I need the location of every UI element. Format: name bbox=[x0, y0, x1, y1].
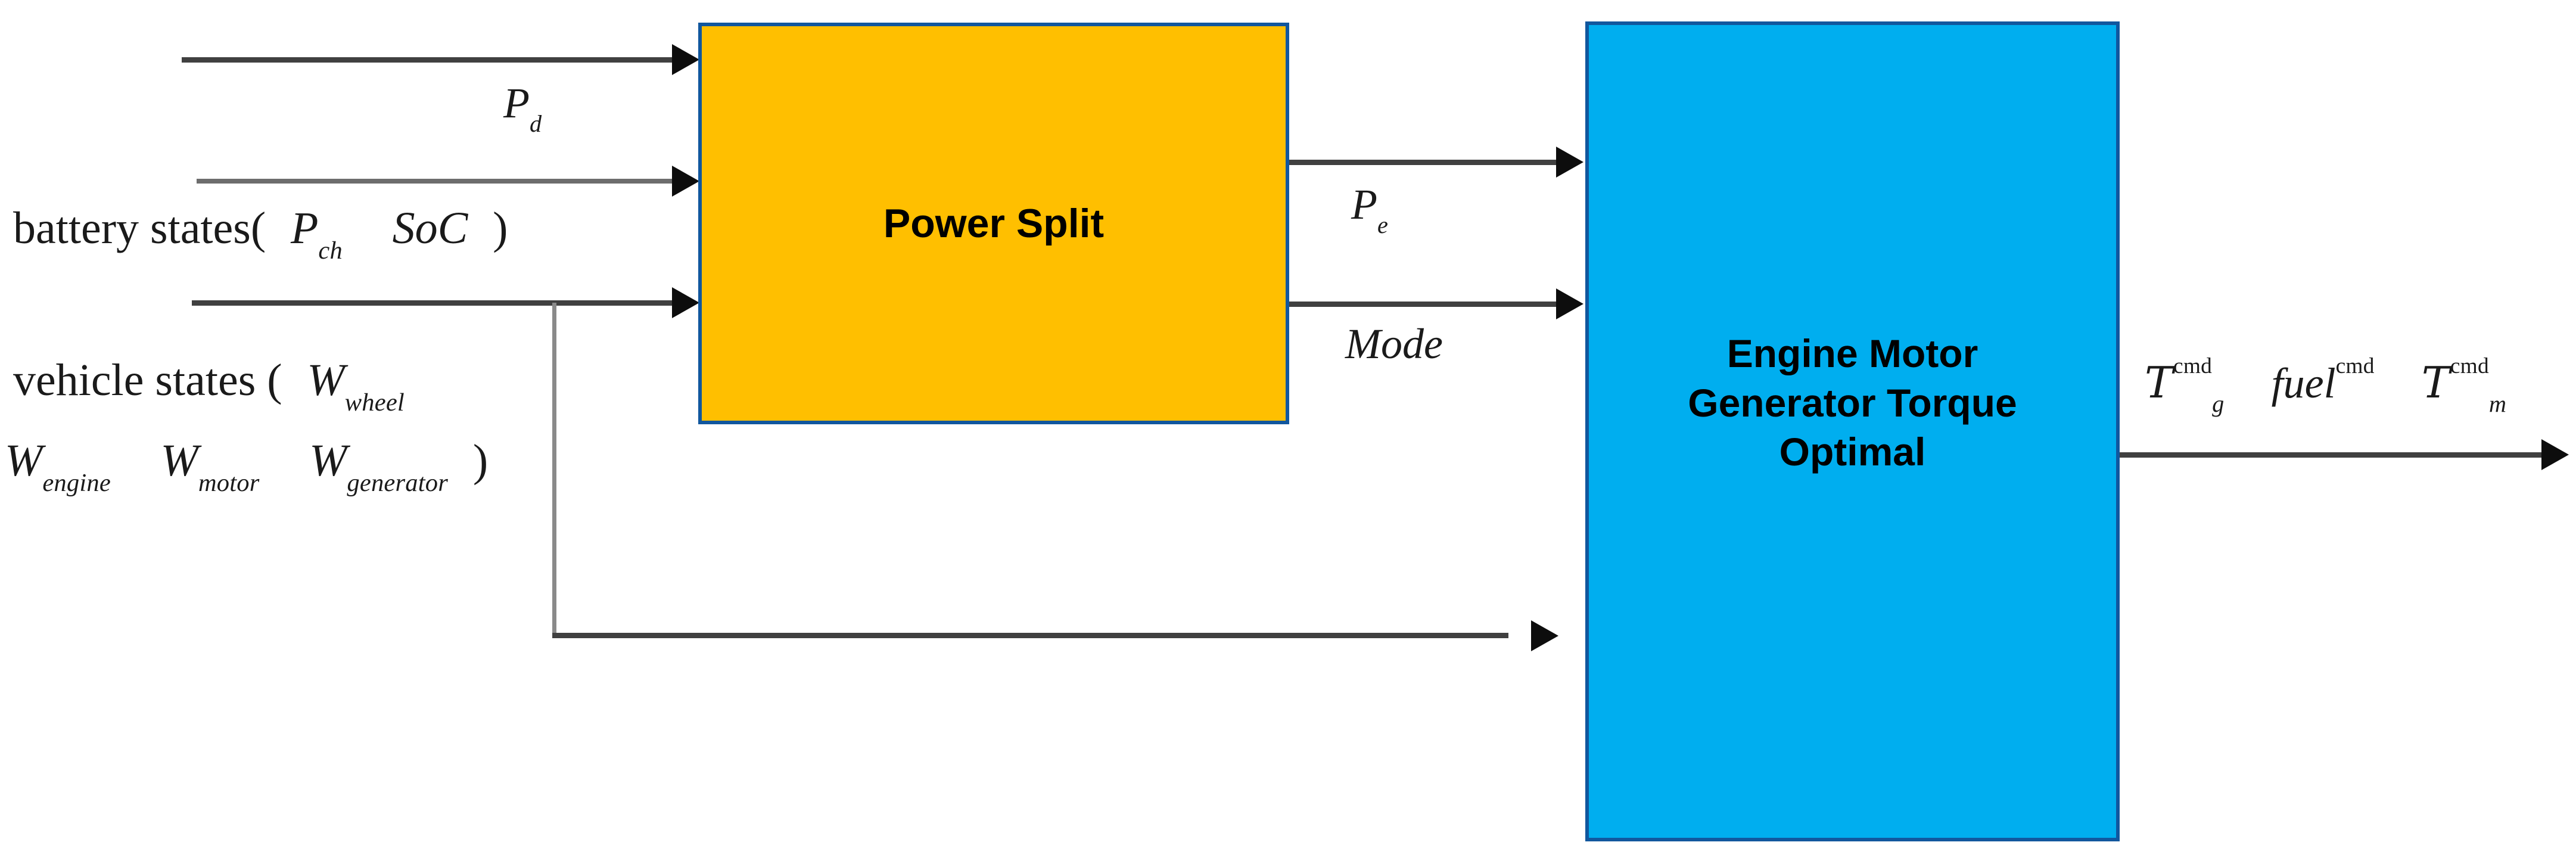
arrowhead-vehicle-states bbox=[672, 287, 699, 318]
arrow-line-vehicle-states bbox=[192, 300, 676, 306]
label-vehicle-states-engine-var: W bbox=[5, 436, 43, 486]
label-vehicle-states-generator-var: W bbox=[309, 436, 347, 486]
label-generator-torque-cmd-subscript: g bbox=[2212, 390, 2225, 418]
arrowhead-engine-power bbox=[1556, 147, 1583, 178]
power-split-block[interactable]: Power Split bbox=[698, 23, 1289, 424]
arrow-line-commands-output bbox=[2120, 452, 2547, 458]
label-fuel-cmd-symbol: fuel bbox=[2271, 359, 2336, 407]
label-mode-symbol: Mode bbox=[1345, 320, 1443, 368]
engine-block-label-line-1: Engine Motor bbox=[1726, 331, 1978, 375]
label-motor-torque-cmd-superscript: cmd bbox=[2450, 354, 2489, 379]
label-engine-power: Pe bbox=[1351, 180, 1388, 238]
engine-block-label-line-3: Optimal bbox=[1779, 430, 1926, 474]
label-power-demand-symbol: P bbox=[503, 79, 530, 127]
label-vehicle-states-wheel-var: W bbox=[307, 355, 345, 405]
label-motor-torque-cmd-symbol: T bbox=[2421, 358, 2450, 408]
arrowhead-commands-output bbox=[2541, 439, 2569, 470]
arrow-line-power-demand bbox=[182, 57, 676, 63]
branch-line-vertical-vehicle-states bbox=[552, 303, 556, 636]
label-battery-states-var1-sub: ch bbox=[318, 236, 343, 265]
label-battery-states-suffix: ) bbox=[493, 203, 508, 253]
label-vehicle-states-engine-sub: engine bbox=[42, 468, 111, 497]
label-battery-states-var2: SoC bbox=[392, 203, 468, 253]
label-vehicle-states-suffix: ) bbox=[472, 436, 489, 486]
label-generator-torque-cmd-symbol: T bbox=[2145, 358, 2174, 408]
label-mode: Mode bbox=[1345, 319, 1443, 369]
label-vehicle-states-motor-sub: motor bbox=[198, 468, 260, 497]
label-battery-states-var1: P bbox=[290, 203, 319, 253]
branch-line-horizontal-vehicle-states bbox=[552, 633, 1508, 638]
arrow-line-mode bbox=[1289, 302, 1562, 307]
label-engine-power-subscript: e bbox=[1377, 212, 1389, 239]
arrowhead-battery-states bbox=[672, 166, 699, 197]
engine-block-label: Engine Motor Generator Torque Optimal bbox=[1589, 329, 2116, 477]
engine-motor-generator-torque-optimal-block[interactable]: Engine Motor Generator Torque Optimal bbox=[1585, 21, 2120, 841]
label-fuel-cmd-superscript: cmd bbox=[2335, 354, 2375, 379]
label-battery-states: battery states( Pch SoC) bbox=[13, 203, 508, 265]
label-vehicle-states-motor-var: W bbox=[160, 436, 198, 486]
arrowhead-mode bbox=[1556, 288, 1583, 319]
engine-block-label-line-2: Generator Torque bbox=[1688, 380, 2017, 425]
label-vehicle-states-wheel-sub: wheel bbox=[344, 388, 405, 417]
label-vehicle-states-line1: vehicle states ( Wwheel bbox=[13, 355, 405, 417]
arrow-line-battery-states bbox=[197, 179, 676, 184]
label-engine-power-symbol: P bbox=[1351, 181, 1377, 228]
label-power-demand: Pd bbox=[503, 79, 542, 137]
label-vehicle-states-prefix: vehicle states ( bbox=[13, 355, 282, 405]
arrowhead-power-demand bbox=[672, 44, 699, 75]
label-vehicle-states-generator-sub: generator bbox=[347, 468, 449, 497]
arrowhead-vehicle-states-bypass bbox=[1531, 620, 1558, 651]
label-battery-states-prefix: battery states( bbox=[13, 203, 266, 253]
label-motor-torque-cmd-subscript: m bbox=[2488, 390, 2507, 418]
label-generator-torque-cmd-superscript: cmd bbox=[2173, 354, 2213, 379]
label-power-demand-subscript: d bbox=[529, 110, 542, 138]
power-split-block-label: Power Split bbox=[883, 200, 1105, 246]
arrow-line-engine-power bbox=[1289, 160, 1562, 165]
